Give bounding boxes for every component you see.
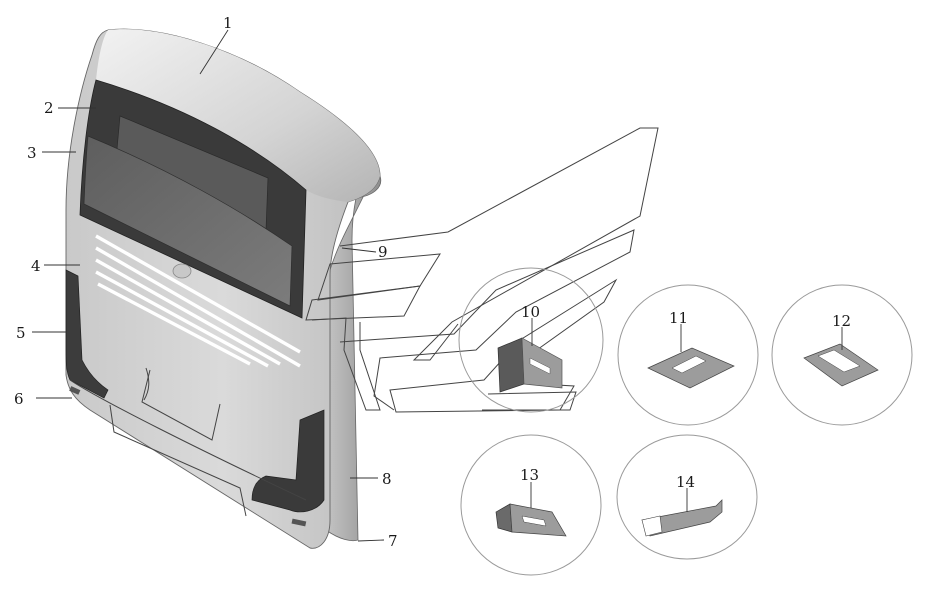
callout-10: 10 bbox=[521, 303, 540, 321]
detail-views bbox=[458, 267, 913, 576]
engine-cover-line-2 bbox=[143, 367, 150, 401]
callout-5: 5 bbox=[16, 324, 26, 342]
bumper-seam bbox=[69, 379, 307, 501]
vent-slots bbox=[95, 234, 301, 368]
left-reflector bbox=[69, 386, 81, 395]
callout-3: 3 bbox=[27, 144, 37, 162]
callout-labels: 1 2 3 4 5 6 7 8 9 10 11 12 13 14 bbox=[14, 14, 851, 550]
right-lamp bbox=[251, 409, 325, 513]
callout-12: 12 bbox=[832, 312, 851, 330]
callout-1: 1 bbox=[223, 14, 233, 32]
callout-4: 4 bbox=[31, 257, 41, 275]
rear-glass bbox=[83, 135, 293, 307]
callout-13: 13 bbox=[520, 466, 539, 484]
detail-circle-14 bbox=[616, 434, 758, 560]
right-reflector bbox=[291, 518, 307, 527]
emblem bbox=[172, 263, 192, 279]
plate-11 bbox=[647, 347, 735, 389]
bracket-13 bbox=[495, 503, 567, 537]
panel-top-cap bbox=[96, 29, 380, 203]
callout-11: 11 bbox=[669, 309, 688, 327]
bracket-10 bbox=[497, 337, 563, 393]
callout-14: 14 bbox=[676, 473, 695, 491]
detail-circle-11 bbox=[617, 284, 759, 426]
strap-14 bbox=[641, 499, 723, 537]
engine-cover-line bbox=[141, 369, 221, 441]
callout-2: 2 bbox=[44, 99, 54, 117]
detail-circle-12 bbox=[771, 284, 913, 426]
callout-6: 6 bbox=[14, 390, 24, 408]
detail-circle-13 bbox=[460, 434, 602, 576]
callout-8: 8 bbox=[382, 470, 392, 488]
callout-7: 7 bbox=[388, 532, 398, 550]
rear-panel bbox=[65, 28, 382, 549]
plate-12 bbox=[803, 343, 879, 387]
bumper-seam-2 bbox=[109, 404, 247, 517]
leader-lines bbox=[32, 29, 843, 542]
callout-9: 9 bbox=[378, 243, 388, 261]
left-lamp bbox=[65, 269, 109, 399]
detail-circle-10 bbox=[458, 267, 604, 413]
